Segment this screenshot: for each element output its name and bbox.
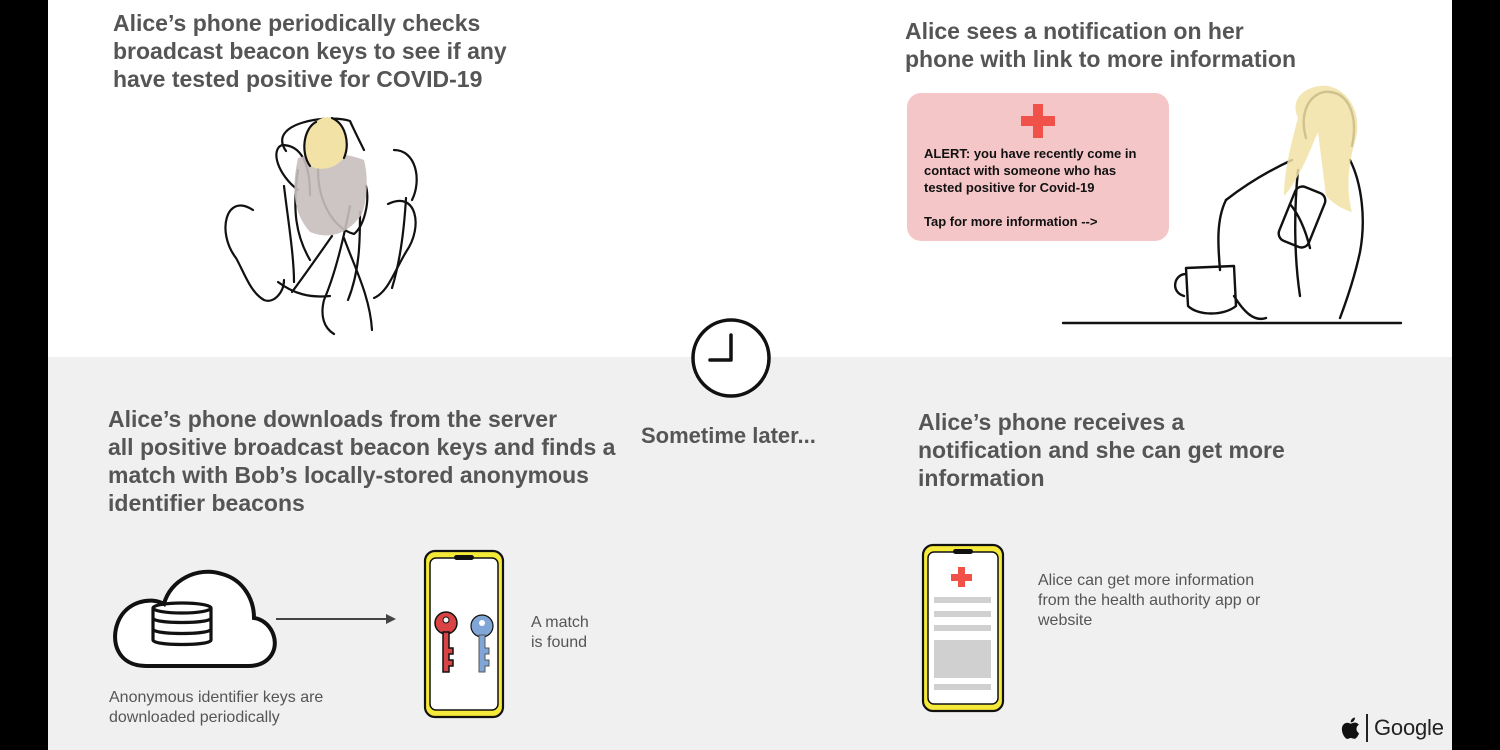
woman-hair-fill <box>304 117 347 169</box>
apple-google-logo: Google <box>1340 712 1444 744</box>
blue-key-icon <box>470 614 494 673</box>
info-caption: Alice can get more information from the … <box>1038 572 1261 629</box>
diagram-canvas: Alice’s phone periodically checks broadc… <box>48 0 1452 750</box>
bottom-section-background <box>48 357 1452 750</box>
woman-sweater-fill <box>294 153 367 236</box>
logo-divider <box>1366 714 1368 742</box>
cloud-caption: Anonymous identifier keys are downloaded… <box>109 689 324 726</box>
phone-with-keys-icon <box>423 549 505 719</box>
phone-red-cross-icon <box>951 567 972 587</box>
illustrations <box>113 85 1403 719</box>
google-wordmark: Google <box>1374 715 1444 740</box>
woman-hair-fill-right <box>1284 85 1358 212</box>
heading-bottom-right: Alice’s phone receives a notification an… <box>918 409 1285 491</box>
match-caption: A match is found <box>531 614 589 651</box>
cloud-database-icon <box>113 569 277 668</box>
red-key-icon <box>434 611 458 673</box>
alert-message: ALERT: you have recently come in contact… <box>924 146 1137 195</box>
heading-top-left: Alice’s phone periodically checks broadc… <box>113 10 507 92</box>
heading-top-right: Alice sees a notification on her phone w… <box>905 18 1296 72</box>
health-info-phone-icon <box>921 543 1005 713</box>
heading-bottom-left: Alice’s phone downloads from the server … <box>108 406 616 516</box>
alert-red-cross-icon <box>1021 104 1055 138</box>
clock-icon <box>691 318 771 398</box>
alert-tap-link[interactable]: Tap for more information --> <box>924 214 1098 229</box>
apple-logo-icon <box>1341 717 1359 739</box>
woman-in-armchair-illustration <box>224 117 418 336</box>
download-arrow <box>276 614 396 624</box>
sometime-later-label: Sometime later... <box>641 423 816 448</box>
woman-with-phone-illustration <box>1061 90 1403 325</box>
alert-notification-card[interactable]: ALERT: you have recently come in contact… <box>907 93 1169 241</box>
